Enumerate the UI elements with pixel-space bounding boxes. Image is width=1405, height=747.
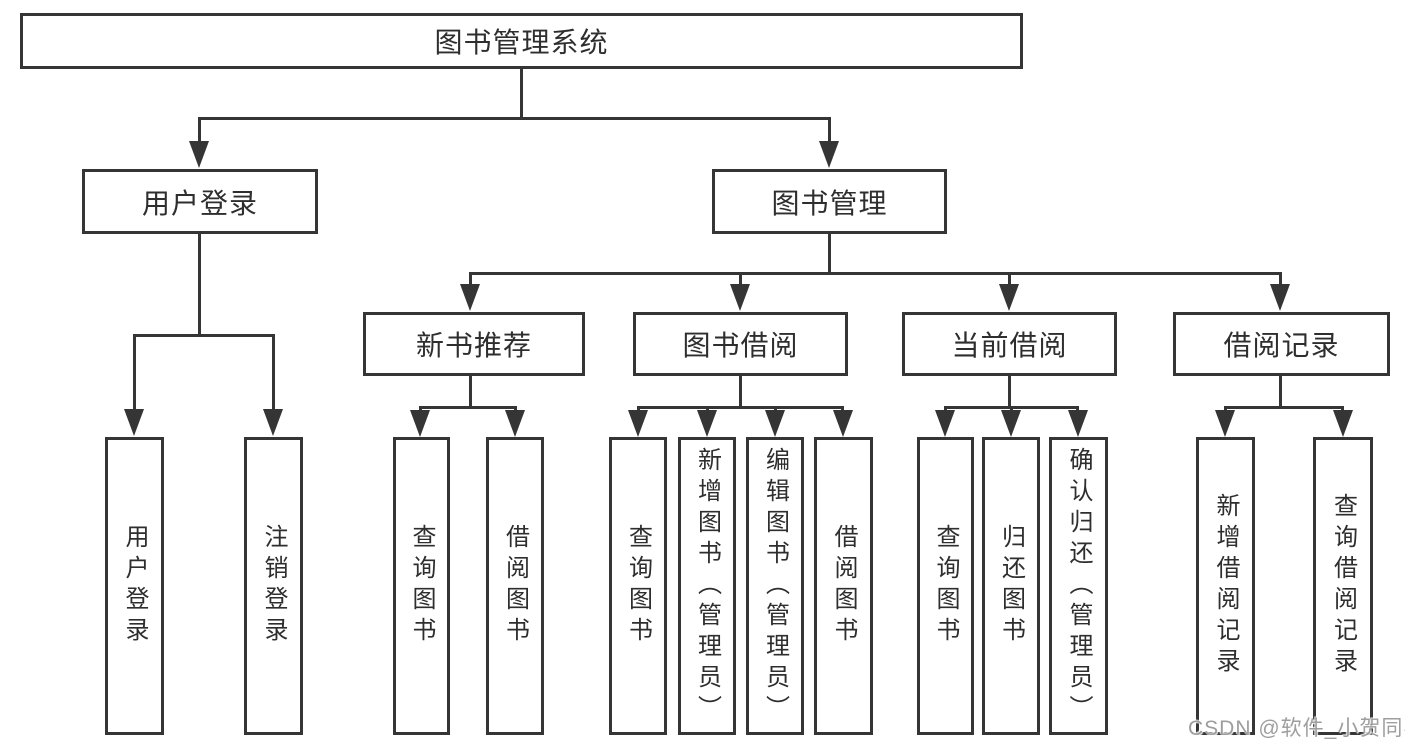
leaf-query-borrow-record: 查询借阅记录 [1313, 437, 1373, 735]
connector-borrow-records-rail [1224, 406, 1344, 409]
connector-drop-logout-leaf [272, 334, 275, 414]
arrow-to-current-borrow [999, 284, 1019, 311]
leaf-add-borrow-record: 新增借阅记录 [1196, 437, 1255, 735]
leaf-query-books-recommend: 查询图书 [393, 437, 450, 735]
connector-user-login-rail [133, 334, 275, 337]
leaf-query-books-current: 查询图书 [917, 437, 974, 735]
node-user-login: 用户登录 [82, 169, 318, 234]
arrow-to-leaf [410, 410, 430, 437]
connector-current-borrow-stem [1008, 376, 1011, 408]
arrow-to-leaf [935, 410, 955, 437]
connector-drop-login-leaf [133, 334, 136, 414]
connector-book-borrow-rail [637, 406, 844, 409]
leaf-logout: 注销登录 [244, 437, 303, 735]
leaf-confirm-return-admin: 确认归还（管理员） [1049, 437, 1108, 735]
leaf-borrow-books-recommend: 借阅图书 [486, 437, 544, 735]
leaf-borrow-books: 借阅图书 [814, 437, 873, 735]
leaf-user-login: 用户登录 [105, 437, 164, 735]
arrow-to-book-management [819, 141, 839, 168]
leaf-query-books-borrow: 查询图书 [609, 437, 667, 735]
arrow-to-leaf [833, 410, 853, 437]
connector-borrow-records-stem [1279, 376, 1282, 408]
arrow-to-logout-leaf [263, 409, 283, 436]
node-library-management-system: 图书管理系统 [20, 13, 1023, 69]
connector-drop-current-borrow [1008, 272, 1011, 287]
arrow-to-leaf [697, 410, 717, 437]
connector-drop-user-login [198, 117, 201, 147]
connector-book-borrow-stem [739, 376, 742, 408]
node-borrow-records: 借阅记录 [1173, 312, 1390, 376]
connector-drop-new-books [469, 272, 472, 287]
node-new-book-recommend: 新书推荐 [363, 312, 585, 376]
connector-root-stem [520, 68, 523, 119]
connector-user-login-stem [198, 234, 201, 337]
leaf-edit-books-admin: 编辑图书（管理员） [746, 437, 804, 735]
arrow-to-user-login [189, 141, 209, 168]
arrow-to-new-books [460, 284, 480, 311]
arrow-to-leaf [1001, 410, 1021, 437]
connector-root-rail [198, 117, 831, 120]
connector-new-books-rail [419, 406, 517, 409]
arrow-to-book-borrow [730, 284, 750, 311]
arrow-to-leaf [765, 410, 785, 437]
arrow-to-leaf [1215, 410, 1235, 437]
arrow-to-borrow-records [1270, 284, 1290, 311]
leaf-return-books: 归还图书 [982, 437, 1040, 735]
connector-drop-borrow-records [1279, 272, 1282, 287]
arrow-to-login-leaf [124, 409, 144, 436]
connector-new-books-stem [469, 376, 472, 408]
arrow-to-leaf [505, 410, 525, 437]
connector-book-management-rail [469, 272, 1282, 275]
connector-book-management-stem [828, 234, 831, 275]
node-book-borrow: 图书借阅 [633, 312, 848, 376]
node-current-borrow: 当前借阅 [902, 312, 1117, 376]
arrow-to-leaf [628, 410, 648, 437]
connector-drop-book-management [828, 117, 831, 147]
csdn-watermark: CSDN @软件_小贺同学 [1188, 717, 1405, 740]
connector-drop-book-borrow [739, 272, 742, 287]
node-book-management: 图书管理 [712, 169, 947, 234]
arrow-to-leaf [1068, 410, 1088, 437]
leaf-add-books-admin: 新增图书（管理员） [678, 437, 736, 735]
arrow-to-leaf [1333, 410, 1353, 437]
